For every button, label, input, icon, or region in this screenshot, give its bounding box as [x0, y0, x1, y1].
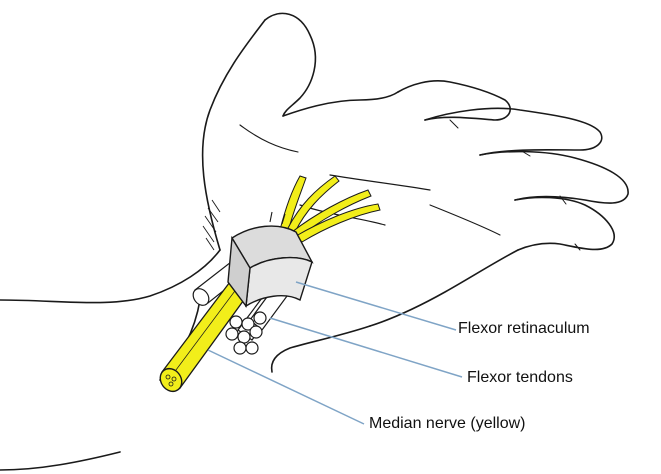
hand-outline: [0, 12, 629, 471]
flexor-retinaculum-label: Flexor retinaculum: [458, 320, 590, 337]
median-nerve-label: Median nerve (yellow): [369, 415, 526, 432]
leader-line-nerve: [207, 349, 365, 425]
leader-lines: [207, 281, 463, 425]
shading-hatch: [202, 199, 221, 251]
nerve-branches: [279, 175, 381, 243]
leader-line-retinaculum: [295, 281, 457, 331]
flexor-retinaculum-band: [227, 211, 314, 308]
leader-line-tendons: [269, 317, 463, 378]
flexor-tendons-label: Flexor tendons: [467, 369, 573, 386]
